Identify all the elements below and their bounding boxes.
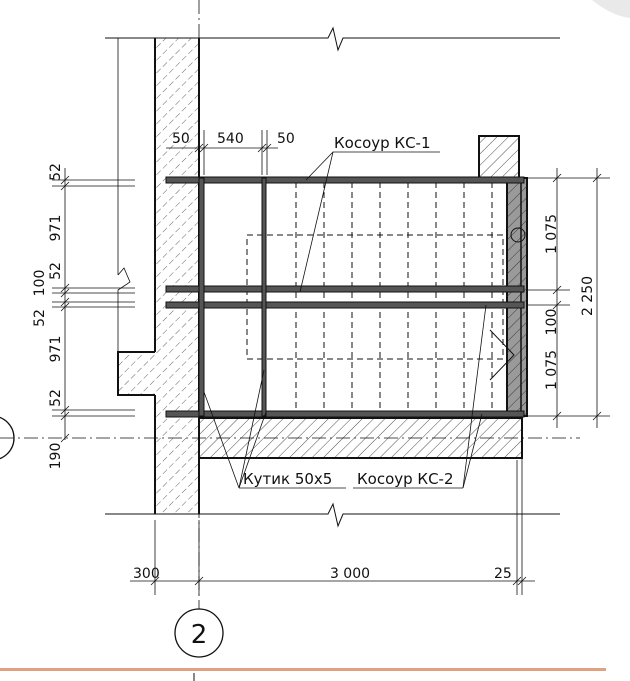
dim-bottom-right: 25 bbox=[494, 566, 512, 582]
axis-marker-label: 2 bbox=[191, 620, 208, 650]
column-top bbox=[478, 135, 520, 179]
dim-top-right: 50 bbox=[277, 131, 295, 147]
edge-beam-right bbox=[506, 177, 528, 417]
corner-shadow bbox=[592, 0, 630, 18]
axis-marker-2: 2 bbox=[174, 608, 224, 681]
dim-right-2: 100 bbox=[544, 309, 560, 336]
dim-right-3: 1 075 bbox=[544, 350, 560, 390]
concrete-wall bbox=[117, 38, 200, 514]
label-stringer-ks2: Косоур КС-2 bbox=[357, 470, 454, 488]
label-angle: Кутик 50x5 bbox=[243, 470, 332, 488]
label-stringer-ks1: Косоур КС-1 bbox=[334, 134, 431, 152]
stringer-diagonal bbox=[489, 329, 515, 381]
dimension-lines bbox=[52, 130, 610, 595]
stair-treads bbox=[246, 182, 504, 414]
dim-left-8: 190 bbox=[48, 443, 64, 470]
axis-marker-left bbox=[0, 416, 15, 460]
axis-lines bbox=[0, 0, 580, 615]
dim-left-5: 52 bbox=[32, 309, 48, 327]
stair-frame bbox=[198, 177, 522, 417]
dim-top-left: 50 bbox=[172, 131, 190, 147]
dim-bottom-left: 300 bbox=[133, 566, 160, 582]
stringer-bars bbox=[165, 176, 525, 418]
dim-left-2: 971 bbox=[48, 215, 64, 242]
dim-right-total: 2 250 bbox=[580, 276, 596, 316]
dim-left-7: 52 bbox=[48, 389, 64, 407]
dim-right-1: 1 075 bbox=[544, 214, 560, 254]
dim-top-mid: 540 bbox=[217, 131, 244, 147]
dim-left-1: 52 bbox=[48, 163, 64, 181]
leader-lines bbox=[203, 151, 487, 489]
break-line-bottom bbox=[105, 502, 560, 528]
dim-bottom-mid: 3 000 bbox=[330, 566, 370, 582]
break-line-top bbox=[105, 26, 560, 52]
dim-left-6: 971 bbox=[48, 336, 64, 363]
dim-left-3: 100 bbox=[32, 270, 48, 297]
accent-bar bbox=[0, 668, 606, 671]
dim-left-4: 52 bbox=[48, 262, 64, 280]
